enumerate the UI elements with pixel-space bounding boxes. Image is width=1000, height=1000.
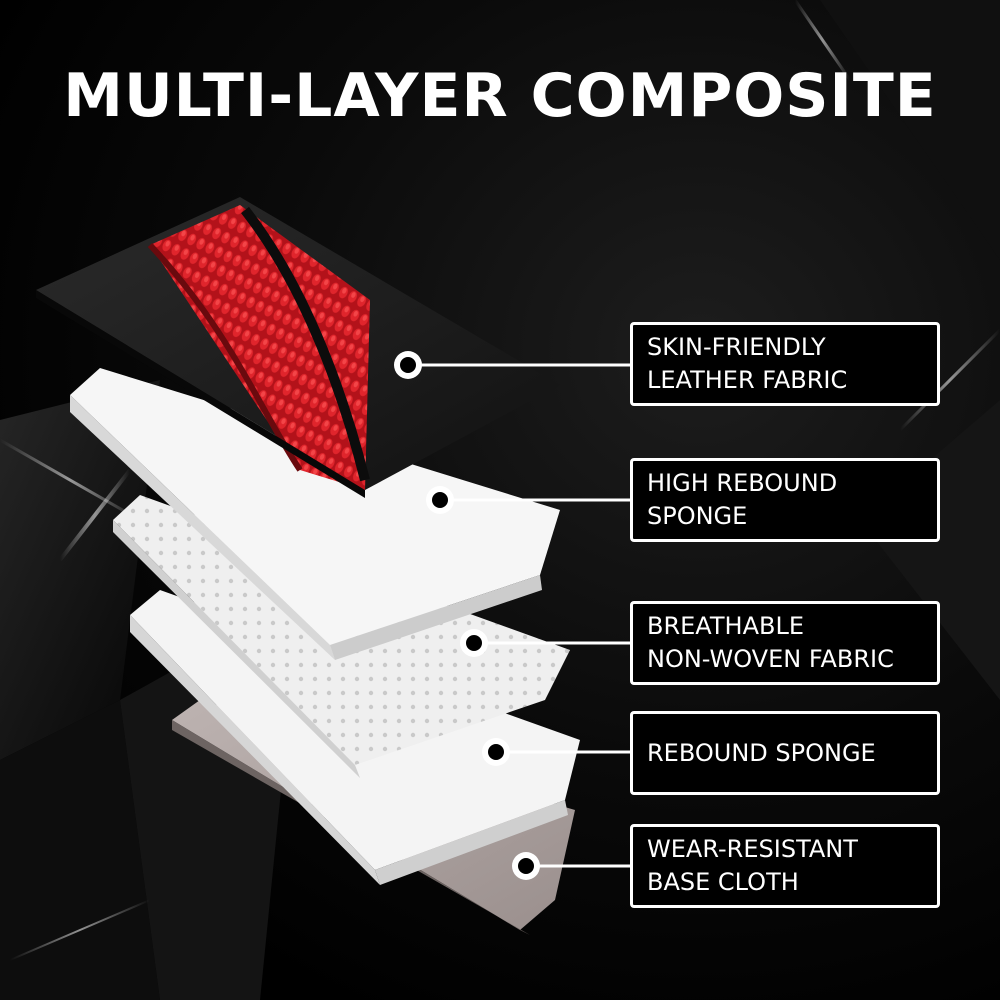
- label-text: HIGH REBOUND SPONGE: [647, 469, 838, 530]
- label-text: SKIN-FRIENDLY LEATHER FABRIC: [647, 333, 848, 394]
- label-leather-fabric: SKIN-FRIENDLY LEATHER FABRIC: [630, 322, 940, 406]
- layer-leather: [36, 197, 560, 498]
- connector-base-cloth: [512, 852, 630, 880]
- page-title: MULTI-LAYER COMPOSITE: [63, 61, 937, 131]
- connector-high-rebound: [426, 486, 630, 514]
- label-text: WEAR-RESISTANT BASE CLOTH: [647, 835, 858, 896]
- connector-nonwoven: [460, 629, 630, 657]
- label-text: REBOUND SPONGE: [647, 738, 876, 767]
- label-rebound-sponge: REBOUND SPONGE: [630, 711, 940, 795]
- label-base-cloth: WEAR-RESISTANT BASE CLOTH: [630, 824, 940, 908]
- label-text: BREATHABLE NON-WOVEN FABRIC: [647, 612, 894, 673]
- label-high-rebound-sponge: HIGH REBOUND SPONGE: [630, 458, 940, 542]
- label-nonwoven-fabric: BREATHABLE NON-WOVEN FABRIC: [630, 601, 940, 685]
- connector-leather: [394, 351, 630, 379]
- connector-rebound: [482, 738, 630, 766]
- layer-high-rebound-sponge: [70, 368, 560, 660]
